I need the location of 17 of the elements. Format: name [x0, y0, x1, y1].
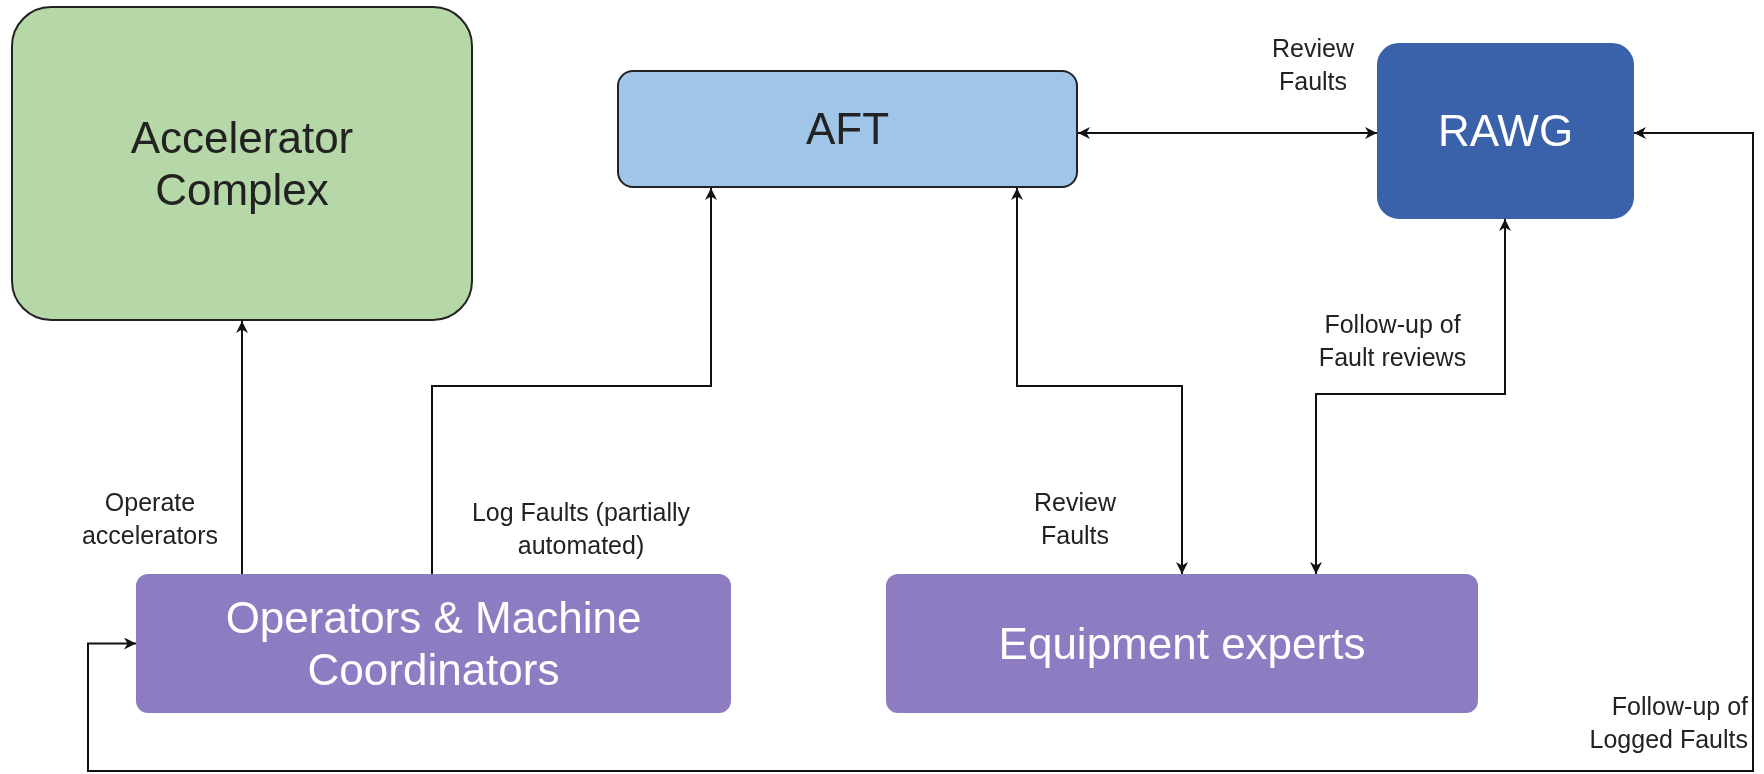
arrow	[1077, 127, 1378, 139]
arrow	[87, 127, 1754, 772]
edge-label: Review Faults	[1033, 487, 1117, 551]
edge-label: Follow-up of Logged Faults	[1588, 691, 1748, 755]
edge-label: Log Faults (partially automated)	[470, 497, 692, 561]
role-box: Equipment experts	[886, 574, 1478, 713]
edge-label: Follow-up of Fault reviews	[1317, 309, 1468, 373]
tool-box: AFT	[617, 70, 1078, 188]
group-box: RAWG	[1377, 43, 1634, 219]
arrow	[431, 187, 717, 575]
system-box: Accelerator Complex	[11, 6, 473, 321]
arrow	[236, 320, 248, 575]
arrow	[1011, 187, 1188, 575]
edge-label: Review Faults	[1271, 33, 1355, 97]
edge-label: Operate accelerators	[80, 487, 220, 551]
role-box: Operators & Machine Coordinators	[136, 574, 731, 713]
arrow	[1310, 218, 1511, 575]
